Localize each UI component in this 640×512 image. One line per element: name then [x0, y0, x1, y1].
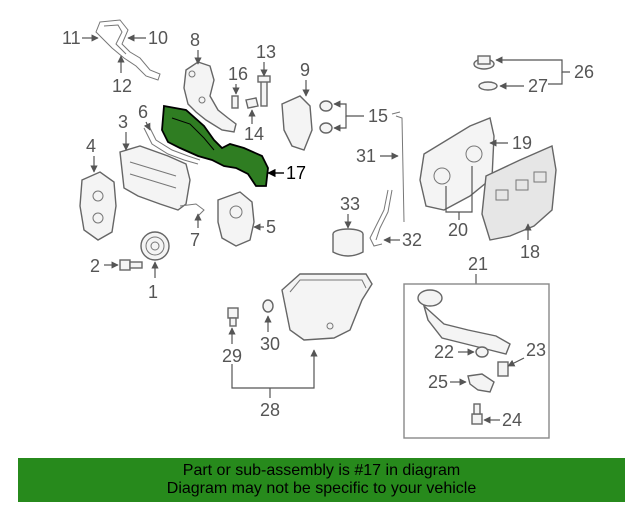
part-24-bolt	[471, 403, 483, 425]
callout-10: 10	[148, 28, 168, 48]
part-21-oil-pipe	[417, 289, 511, 355]
part-33-filter	[332, 228, 364, 257]
part-9-cover	[281, 95, 313, 151]
callout-25: 25	[428, 372, 448, 392]
part-15-orings	[319, 100, 333, 134]
callout-32: 32	[402, 230, 422, 250]
part-5-cover	[217, 191, 255, 247]
part-14-clip	[245, 97, 259, 109]
callout-31: 31	[356, 146, 376, 166]
part-26-cap	[473, 55, 495, 70]
callout-16: 16	[228, 64, 248, 84]
callout-15: 15	[368, 106, 388, 126]
callout-21: 21	[468, 254, 488, 274]
callout-1: 1	[148, 282, 158, 302]
part-16-clip	[231, 95, 239, 109]
callout-3: 3	[118, 112, 128, 132]
callout-12: 12	[112, 76, 132, 96]
callout-8: 8	[190, 30, 200, 50]
part-23-sensor	[497, 361, 509, 377]
part-18-rear-cover	[481, 144, 557, 241]
part-17-highlighted-cover	[161, 104, 269, 187]
part-21-detail-box	[403, 283, 550, 439]
callout-5: 5	[266, 217, 276, 237]
banner-line-2: Diagram may not be specific to your vehi…	[166, 480, 477, 497]
callout-26: 26	[574, 62, 594, 82]
part-13-bolt	[257, 75, 271, 107]
parts-diagram: 11 10 12 8 16 13 14 6 17	[62, 19, 594, 439]
callout-2: 2	[90, 256, 100, 276]
callout-30: 30	[260, 334, 280, 354]
part-25-bracket	[467, 373, 495, 393]
part-31-dipstick	[391, 111, 405, 223]
callout-14: 14	[244, 124, 264, 144]
part-10-11-12-gasket	[95, 19, 161, 81]
callout-17: 17	[286, 163, 306, 183]
part-6-seal	[143, 123, 201, 165]
callout-24: 24	[502, 410, 522, 430]
callout-33: 33	[340, 194, 360, 214]
callout-6: 6	[138, 102, 148, 122]
callout-20: 20	[448, 220, 468, 240]
callout-22: 22	[434, 342, 454, 362]
callout-13: 13	[256, 42, 276, 62]
callout-27: 27	[528, 76, 548, 96]
banner-line-1: Part or sub-assembly is #17 in diagram	[182, 462, 461, 479]
part-30-washer	[262, 299, 274, 313]
part-2-bolt	[119, 259, 143, 271]
part-28-oil-pan	[281, 273, 373, 341]
part-info-banner: Part or sub-assembly is #17 in diagram D…	[18, 458, 625, 502]
callout-7: 7	[190, 230, 200, 250]
callout-11: 11	[62, 28, 81, 48]
part-7-clip	[179, 203, 205, 217]
part-29-drain-plug	[227, 307, 239, 327]
part-27-seal	[478, 81, 498, 91]
part-22-oring	[475, 346, 489, 358]
callout-19: 19	[512, 133, 532, 153]
part-8-timing-cover	[183, 61, 237, 133]
callout-18: 18	[520, 242, 540, 262]
part-3-cover	[119, 145, 191, 211]
callout-28: 28	[260, 400, 280, 420]
callout-23: 23	[526, 340, 546, 360]
callout-29: 29	[222, 346, 242, 366]
part-1-pulley	[140, 231, 170, 261]
part-32-tube	[369, 189, 393, 247]
part-4-cover	[79, 171, 117, 241]
callout-9: 9	[300, 60, 310, 80]
callout-4: 4	[86, 136, 96, 156]
part-19-cover	[419, 117, 495, 211]
